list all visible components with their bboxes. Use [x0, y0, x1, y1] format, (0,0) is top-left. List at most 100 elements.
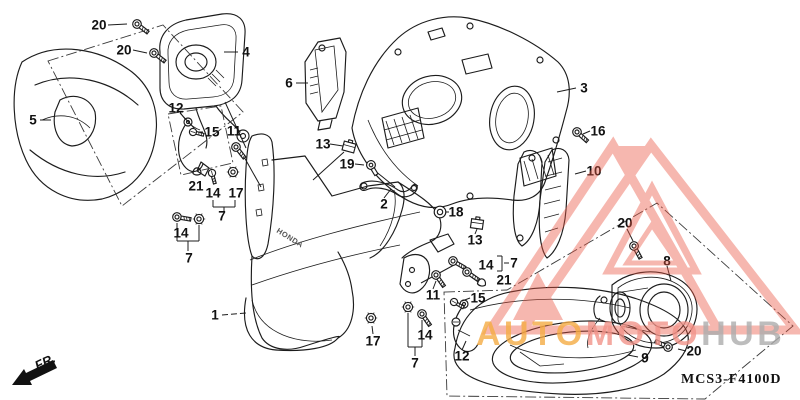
callout-lines: [40, 23, 687, 358]
leader-line: [107, 23, 128, 26]
part-label-12: 12: [454, 349, 469, 364]
front-direction-label: FR.: [32, 351, 57, 373]
bolt-icon: [132, 19, 150, 35]
bolt-icon: [462, 267, 481, 283]
leader-line: [627, 354, 639, 358]
part-label-2: 2: [380, 197, 388, 212]
bolt-icon: [172, 212, 192, 222]
fastener-icons: [132, 19, 673, 352]
part-label-20: 20: [686, 344, 701, 359]
leader-line: [461, 297, 471, 302]
part-label-15: 15: [470, 291, 486, 306]
part-label-4: 4: [242, 45, 250, 60]
watermark-text: AUTOMOTOHUB: [476, 315, 785, 353]
part-label-5: 5: [29, 113, 37, 128]
leader-line: [432, 280, 437, 290]
part-label-7: 7: [218, 209, 226, 224]
leader-line: [626, 228, 634, 242]
part-label-1: 1: [211, 308, 219, 323]
part-label-14: 14: [205, 186, 221, 201]
part-label-21: 21: [188, 179, 204, 194]
nut-icon: [401, 301, 415, 313]
bolt-icon: [629, 241, 643, 260]
part-label-13: 13: [467, 233, 483, 248]
front-arrow-icon: [12, 360, 57, 385]
clip-pin-icon: [192, 167, 202, 176]
part-label-18: 18: [448, 205, 464, 220]
part-label-16: 16: [590, 124, 606, 139]
leader-line: [312, 151, 345, 181]
part-5-mirror-housing: [13, 48, 157, 201]
screw-icon: [207, 168, 217, 185]
bolt-icon: [149, 48, 167, 64]
watermark-logo: [481, 136, 800, 335]
grommet-icon: [433, 205, 447, 219]
bolt-icon: [448, 256, 467, 271]
part-label-21: 21: [496, 273, 512, 288]
nut-icon: [364, 312, 378, 324]
watermark: [481, 136, 800, 335]
bolt-icon: [653, 338, 673, 352]
leader-line: [666, 265, 672, 282]
part-label-20: 20: [116, 43, 131, 58]
part-label-11: 11: [426, 288, 441, 303]
leader-line: [677, 348, 687, 352]
watermark-text-moto: MOTO: [586, 315, 701, 353]
bolt-icon: [572, 127, 590, 144]
part-label-14: 14: [417, 328, 433, 343]
screw-icon: [449, 297, 466, 310]
leader-line: [383, 188, 392, 199]
leader-line: [221, 312, 247, 316]
bolt-icon: [231, 142, 247, 160]
part-label-6: 6: [285, 76, 293, 91]
watermark-text-hub: HUB: [701, 315, 785, 353]
watermark-text-auto: AUTO: [476, 315, 586, 353]
part-label-20: 20: [91, 18, 106, 33]
part-label-7: 7: [185, 251, 193, 266]
front-direction-indicator: FR.: [12, 351, 58, 385]
nut-icon: [226, 166, 240, 178]
part-3-inner-cowl-panel: [351, 16, 570, 209]
part-label-12: 12: [168, 101, 183, 116]
part-label-17: 17: [228, 186, 243, 201]
screw-icon: [188, 127, 205, 137]
part-label-7: 7: [411, 356, 419, 371]
part-label-13: 13: [315, 137, 331, 152]
part-label-19: 19: [339, 157, 354, 172]
clip-icon: [341, 139, 357, 154]
leader-line: [329, 143, 344, 147]
part-label-9: 9: [641, 351, 649, 366]
part-label-20: 20: [617, 216, 632, 231]
clip-icon: [469, 216, 485, 230]
bolt-icon: [431, 270, 447, 289]
part-label-7: 7: [510, 256, 518, 271]
leader-line: [242, 154, 262, 188]
part-label-15: 15: [204, 125, 220, 140]
nut-icon: [192, 213, 206, 225]
leader-line: [224, 101, 247, 149]
mirror-housing-box: [47, 24, 244, 207]
part-label-17: 17: [365, 334, 380, 349]
part-label-8: 8: [663, 254, 671, 269]
diagram-line-art: HONDA: [13, 13, 698, 395]
leader-line: [179, 112, 195, 129]
part-label-10: 10: [586, 164, 601, 179]
clip-pin-icon: [476, 278, 486, 287]
sensor-icon: [366, 160, 379, 177]
leader-line: [132, 49, 148, 54]
bolt-icon: [417, 309, 433, 328]
leader-line: [461, 340, 467, 351]
leader-line: [582, 130, 591, 135]
diagram-code: MCS3-F4100D: [681, 372, 781, 387]
part-10-side-stays: [512, 147, 570, 259]
part-8-fog-lamp: [587, 271, 698, 349]
part-9-lower-cowl: [453, 286, 689, 395]
leader-line: [574, 170, 587, 175]
leader-line: [354, 163, 365, 166]
assembly-boxes: [47, 24, 794, 400]
part-6-inner-panel: [304, 37, 347, 131]
part-label-11: 11: [227, 124, 242, 139]
